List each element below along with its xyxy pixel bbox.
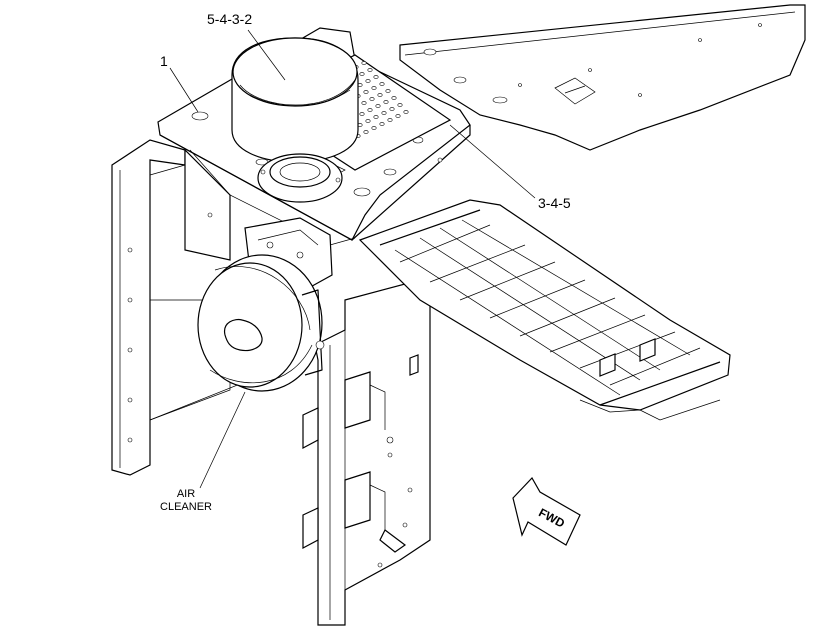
callout-1: 1	[160, 53, 168, 69]
side-plate	[184, 148, 231, 261]
perforation-hole	[367, 68, 373, 72]
perforation-hole	[369, 97, 375, 101]
air-cleaner-label: AIR CLEANER	[160, 488, 212, 513]
leader-1	[169, 67, 199, 113]
perforation-hole	[363, 130, 369, 134]
floor-panel	[399, 4, 806, 151]
perforation-hole	[359, 72, 365, 76]
perforation-hole	[365, 79, 371, 83]
perforation-hole	[359, 112, 365, 116]
perforation-hole	[373, 75, 379, 79]
perforation-hole	[387, 118, 393, 122]
perforation-hole	[381, 111, 387, 115]
leader-345	[449, 124, 536, 199]
perforation-hole	[371, 86, 377, 90]
right-vertical-panel	[302, 279, 431, 626]
fwd-arrow	[512, 477, 581, 546]
perforation-hole	[385, 89, 391, 93]
perforation-hole	[397, 103, 403, 107]
perforation-hole	[403, 110, 409, 114]
perforation-hole	[361, 101, 367, 105]
perforation-hole	[377, 93, 383, 97]
perforation-hole	[373, 115, 379, 119]
perforation-hole	[361, 61, 367, 65]
perforation-hole	[391, 96, 397, 100]
perforated-cover	[231, 37, 452, 171]
perforation-hole	[395, 114, 401, 118]
perforation-hole	[367, 108, 373, 112]
perforation-hole	[383, 100, 389, 104]
perforation-hole	[365, 119, 371, 123]
callout-5-4-3-2: 5-4-3-2	[207, 11, 253, 27]
leader-lines	[169, 29, 536, 489]
leader-air-cleaner	[199, 391, 246, 489]
perforation-hole	[389, 107, 395, 111]
grating-walkway	[358, 199, 731, 421]
perforation-hole	[375, 104, 381, 108]
perforation-hole	[379, 82, 385, 86]
duct-adapter	[257, 153, 343, 203]
perforation-hole	[379, 122, 385, 126]
perforation-hole	[363, 90, 369, 94]
air-cleaner	[197, 254, 325, 392]
left-frame-post	[111, 139, 251, 476]
perforation-hole	[371, 126, 377, 130]
leader-5432	[247, 29, 286, 81]
callout-3-4-5: 3-4-5	[538, 195, 571, 211]
